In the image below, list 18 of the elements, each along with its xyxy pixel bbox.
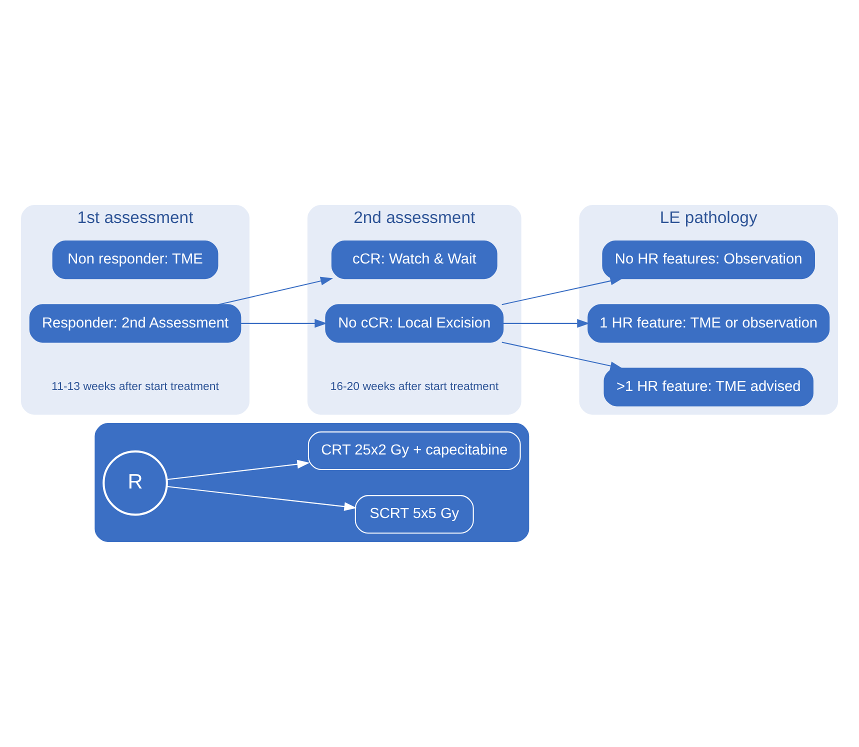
node-box: No HR features: Observation	[602, 240, 816, 280]
arrow	[166, 486, 357, 511]
node-box: No cCR: Local Excision	[325, 304, 504, 343]
cluster	[94, 423, 530, 542]
node-box: Non responder: TME	[52, 240, 218, 280]
node-box: Responder: 2nd Assessment	[29, 304, 242, 343]
arrow	[502, 276, 623, 306]
arrow	[218, 276, 334, 306]
node-box: >1 HR feature: TME advised	[604, 368, 814, 406]
node-box: CRT 25x2 Gy + capecitabine	[308, 431, 521, 470]
node-box: SCRT 5x5 Gy	[354, 495, 474, 534]
arrow	[502, 342, 623, 370]
node-circle: R	[102, 450, 168, 516]
arrow	[241, 319, 328, 328]
node-box: cCR: Watch & Wait	[331, 240, 498, 280]
arrow	[166, 460, 310, 480]
arrow	[503, 319, 590, 328]
node-box: 1 HR feature: TME or observation	[588, 304, 830, 343]
